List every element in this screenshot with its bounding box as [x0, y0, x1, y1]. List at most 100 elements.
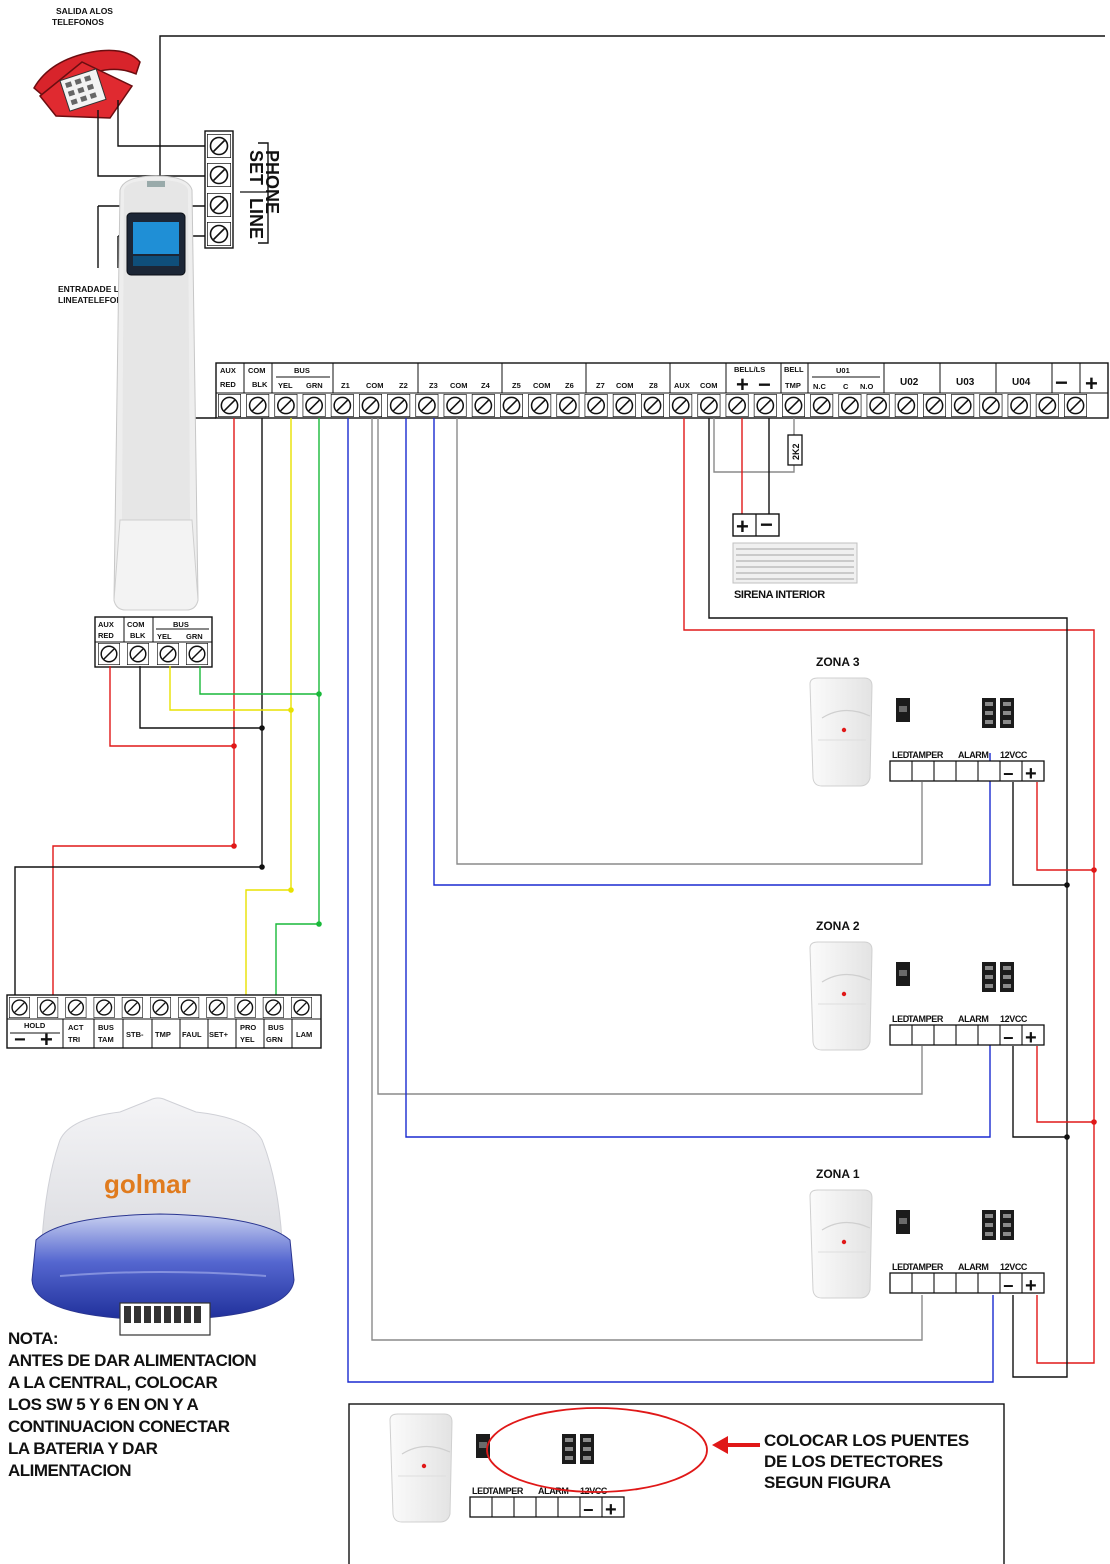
panel-com4-label: COM — [616, 381, 634, 390]
panel-nc-label: N.C — [813, 382, 827, 391]
keypad-blk-label: BLK — [130, 631, 146, 640]
bridge-note: COLOCAR LOS PUENTES DE LOS DETECTORES SE… — [764, 1430, 969, 1493]
keypad-yel-label: YEL — [157, 632, 172, 641]
panel-screw — [415, 394, 439, 417]
outdoor-siren-screws — [9, 997, 312, 1018]
panel-screw — [894, 394, 918, 417]
keypad-com-label: COM — [127, 620, 145, 629]
panel-screw — [725, 394, 749, 417]
pir-sensor-icon — [809, 941, 873, 1051]
panel-yel-label: YEL — [278, 381, 293, 390]
vcc-minus: − — [1003, 1028, 1014, 1048]
panel-screw — [866, 394, 890, 417]
panel-u04-label: U04 — [1012, 377, 1031, 388]
siren-screw — [178, 997, 200, 1018]
panel-screw — [246, 394, 270, 417]
panel-screw — [923, 394, 946, 417]
panel-z2-label: Z2 — [399, 381, 408, 390]
siren-set-label: SET+ — [209, 1030, 229, 1039]
bridge-note-line-1: COLOCAR LOS PUENTES — [764, 1431, 969, 1450]
siren-screw — [262, 997, 284, 1018]
resistor-2k2 — [787, 434, 803, 466]
panel-u02-label: U02 — [900, 377, 919, 388]
phone-in-label-2: LINEATELEFONICA — [58, 295, 137, 305]
detector-terminal-strip — [469, 1496, 625, 1518]
panel-z8-label: Z8 — [649, 381, 658, 390]
siren-screw — [121, 997, 143, 1018]
panel-screw — [810, 394, 834, 417]
led-label: LED — [892, 750, 910, 760]
siren-screw — [150, 997, 171, 1018]
phone-label: PHONE — [262, 150, 282, 214]
panel-red-label: RED — [220, 380, 236, 389]
panel-screw — [500, 394, 523, 417]
panel-screw — [330, 394, 354, 417]
nota-line-3: A LA CENTRAL, COLOCAR — [8, 1373, 218, 1392]
panel-bus-label: BUS — [294, 366, 310, 375]
pir-sensor-icon — [389, 1413, 453, 1523]
vcc-plus: + — [1025, 1027, 1037, 1049]
panel-screw — [302, 394, 326, 417]
siren-lam-label: LAM — [296, 1030, 312, 1039]
panel-screw — [584, 394, 608, 417]
panel-com3-label: COM — [533, 381, 551, 390]
siren-screw — [234, 997, 256, 1018]
jumper-legend-box — [348, 1403, 1005, 1564]
phone-terminal-strip — [204, 130, 269, 249]
bridge-note-line-2: DE LOS DETECTORES — [764, 1452, 943, 1471]
panel-screw — [556, 394, 580, 417]
panel-com2-label: COM — [450, 381, 468, 390]
siren-screw — [206, 997, 228, 1018]
led-label: LED — [472, 1486, 490, 1496]
jumper-highlight-ellipse — [486, 1407, 708, 1493]
siren-tri-label: TRI — [68, 1035, 80, 1044]
panel-z6-label: Z6 — [565, 381, 574, 390]
tamper-label: TAMPER — [488, 1486, 524, 1496]
siren-faul-label: FAUL — [182, 1030, 202, 1039]
panel-outline — [159, 35, 1105, 419]
siren-brand-logo: golmar — [104, 1169, 191, 1199]
panel-bell-minus: − — [758, 372, 771, 397]
panel-tmp-label: TMP — [785, 381, 801, 390]
keypad-terminal-block — [94, 616, 213, 668]
panel-z3-label: Z3 — [429, 381, 438, 390]
panel-com5-label: COM — [700, 381, 718, 390]
keypad-aux-label: AUX — [98, 620, 114, 629]
detector-terminal-strip — [889, 1272, 1045, 1294]
detector-terminal-strip — [889, 1024, 1045, 1046]
bus-junctions — [231, 691, 322, 927]
siren-screw — [93, 997, 115, 1018]
nota-line-4: LOS SW 5 Y 6 EN ON Y A — [8, 1395, 199, 1414]
nota-line-7: ALIMENTACION — [8, 1461, 132, 1480]
nota-line-1: NOTA: — [8, 1329, 59, 1348]
siren-stb-label: STB- — [126, 1030, 144, 1039]
set-label: SET — [246, 150, 266, 185]
panel-z1-label: Z1 — [341, 381, 350, 390]
vcc-plus: + — [605, 1499, 617, 1521]
vcc-label: 12VCC — [580, 1486, 608, 1496]
panel-terminal-screws — [218, 394, 1087, 417]
siren-tam-label: TAM — [98, 1035, 114, 1044]
panel-u03-label: U03 — [956, 377, 975, 388]
phone-in-label-1: ENTRADADE LA — [58, 284, 125, 294]
vcc-label: 12VCC — [1000, 750, 1028, 760]
panel-screw — [753, 394, 777, 417]
zone-title: ZONA 3 — [816, 655, 860, 669]
interior-siren-minus: − — [760, 512, 773, 537]
vcc-plus: + — [1025, 763, 1037, 785]
siren-pro-label: PRO — [240, 1023, 256, 1032]
zone-title: ZONA 1 — [816, 1167, 860, 1181]
siren-bus2-label: BUS — [268, 1023, 284, 1032]
pir-sensor-icon — [809, 677, 873, 787]
interior-siren-wires — [713, 418, 795, 514]
panel-com1-label: COM — [366, 381, 384, 390]
zone-wires — [347, 418, 1095, 1383]
led-label: LED — [892, 1014, 910, 1024]
panel-bell-ls-label: BELL/LS — [734, 365, 765, 374]
siren-hold-plus: + — [40, 1027, 53, 1052]
panel-screw — [471, 394, 495, 417]
